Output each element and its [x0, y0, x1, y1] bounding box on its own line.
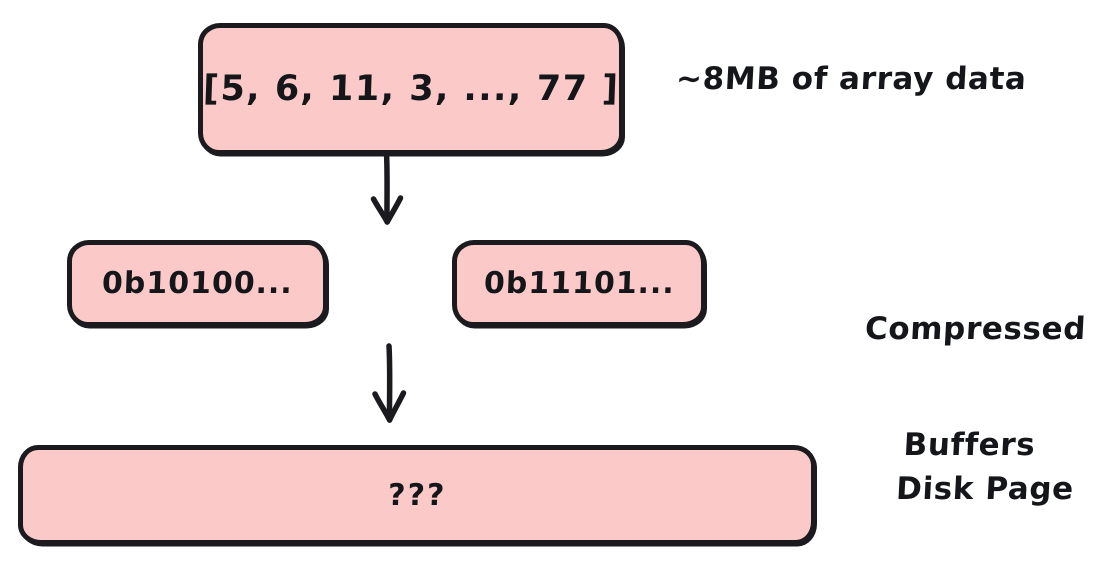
compressed-buffers-annotation-line-2: Buffers — [902, 426, 1037, 463]
arrow-array-to-buffers-icon — [350, 152, 425, 238]
array-data-label: [5, 6, 11, 3, ..., 77 ] — [202, 69, 620, 109]
compressed-buffer-label-2: 0b11101... — [482, 266, 676, 301]
disk-page-node[interactable]: ??? — [18, 445, 816, 545]
compressed-buffer-node-1[interactable]: 0b10100... — [67, 240, 328, 327]
array-data-node[interactable]: [5, 6, 11, 3, ..., 77 ] — [198, 23, 624, 155]
disk-page-label: ??? — [387, 477, 447, 513]
compressed-buffer-node-2[interactable]: 0b11101... — [452, 240, 706, 327]
array-data-annotation: ~8MB of array data — [675, 61, 1028, 97]
disk-page-annotation: Disk Page — [895, 471, 1075, 507]
compressed-buffer-label-1: 0b10100... — [101, 266, 294, 301]
compressed-buffers-annotation-line-1: Compressed — [864, 310, 1087, 347]
arrow-buffers-to-disk-icon — [352, 340, 430, 436]
